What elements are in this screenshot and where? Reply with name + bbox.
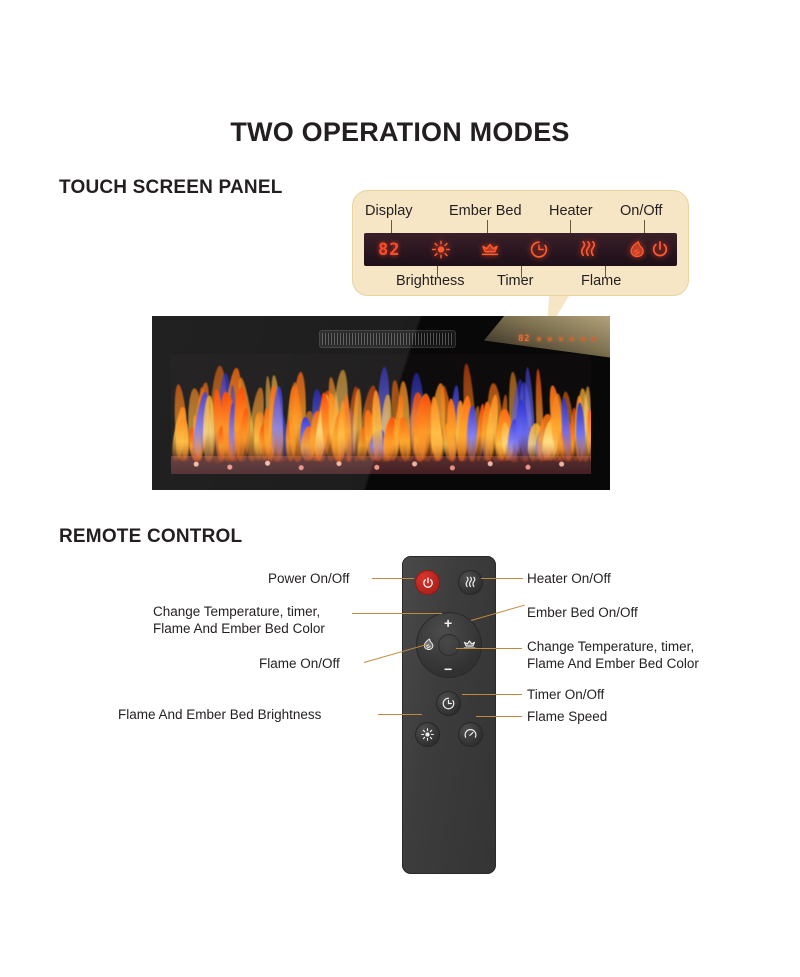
leader-line-brightness xyxy=(378,714,422,715)
remote-dpad[interactable]: + − xyxy=(416,612,482,678)
fireplace-indicator[interactable] xyxy=(592,337,596,341)
callout-flame-on-off: Flame On/Off xyxy=(259,656,340,671)
remote-power-button[interactable] xyxy=(415,570,440,595)
temperature-display: 82 xyxy=(378,240,401,260)
fireplace-display-value: 82 xyxy=(518,334,530,344)
leader-tick-flame xyxy=(605,266,606,278)
remote-increase-button[interactable]: + xyxy=(444,615,453,631)
fireplace-product-image: 82 xyxy=(152,316,610,490)
ember-bed-icon[interactable] xyxy=(479,239,501,260)
label-display: Display xyxy=(365,203,413,219)
fireplace-indicator[interactable] xyxy=(537,337,541,341)
callout-heater-on-off: Heater On/Off xyxy=(527,571,611,586)
leader-line-power xyxy=(372,578,414,579)
leader-tick-display xyxy=(391,220,392,233)
leader-line-flame-speed xyxy=(476,716,522,717)
label-ember-bed: Ember Bed xyxy=(449,203,522,219)
timer-icon[interactable] xyxy=(528,239,550,260)
leader-line-change-temp-right xyxy=(456,648,522,649)
remote-brightness-button[interactable] xyxy=(415,722,440,747)
power-icon[interactable] xyxy=(649,239,671,260)
leader-line-timer xyxy=(462,694,522,695)
sun-icon[interactable] xyxy=(430,239,452,260)
flame-icon[interactable] xyxy=(626,239,648,260)
fireplace-indicator[interactable] xyxy=(570,337,574,341)
fireplace-control-panel[interactable]: 82 xyxy=(518,334,596,344)
section-heading-remote-control: REMOTE CONTROL xyxy=(59,526,243,547)
remote-ember-bed-button[interactable] xyxy=(462,637,477,657)
label-flame: Flame xyxy=(581,273,622,289)
fireplace-indicator[interactable] xyxy=(581,337,585,341)
leader-tick-timer xyxy=(521,266,522,278)
callout-change-temperature-right-line2: Flame And Ember Bed Color xyxy=(527,656,699,671)
remote-heater-button[interactable] xyxy=(458,570,483,595)
callout-ember-bed-on-off: Ember Bed On/Off xyxy=(527,605,638,620)
remote-decrease-button[interactable]: − xyxy=(444,661,453,677)
leader-line-heater xyxy=(481,578,523,579)
fireplace-indicator[interactable] xyxy=(548,337,552,341)
page-title: TWO OPERATION MODES xyxy=(230,117,570,147)
vent-grille xyxy=(322,333,453,345)
remote-timer-button[interactable] xyxy=(436,691,461,716)
callout-timer-on-off: Timer On/Off xyxy=(527,687,605,702)
leader-tick-on-off xyxy=(644,220,645,233)
fireplace-flame-window xyxy=(171,354,591,474)
remote-dpad-center[interactable] xyxy=(438,634,460,656)
remote-flame-speed-button[interactable] xyxy=(458,722,483,747)
label-timer: Timer xyxy=(497,273,534,289)
leader-tick-ember-bed xyxy=(487,220,488,233)
leader-tick-heater xyxy=(570,220,571,233)
remote-control-body: + − xyxy=(402,556,496,874)
fireplace-vent xyxy=(319,330,456,348)
label-heater: Heater xyxy=(549,203,593,219)
fireplace-indicator[interactable] xyxy=(559,337,563,341)
label-brightness: Brightness xyxy=(396,273,465,289)
callout-power-on-off: Power On/Off xyxy=(268,571,350,586)
callout-change-temperature-left-line1: Change Temperature, timer, xyxy=(153,604,321,619)
leader-line-change-temp-left xyxy=(352,613,442,614)
section-heading-touch-screen: TOUCH SCREEN PANEL xyxy=(59,177,283,198)
callout-change-temperature-left-line2: Flame And Ember Bed Color xyxy=(153,621,325,636)
leader-tick-brightness xyxy=(437,266,438,278)
callout-brightness: Flame And Ember Bed Brightness xyxy=(118,707,322,722)
label-on-off: On/Off xyxy=(620,203,663,219)
heater-icon[interactable] xyxy=(577,239,599,260)
callout-flame-speed: Flame Speed xyxy=(527,709,608,724)
callout-change-temperature-right-line1: Change Temperature, timer, xyxy=(527,639,695,654)
remote-flame-button[interactable] xyxy=(421,637,436,657)
touch-panel-lcd: 82 xyxy=(364,233,677,266)
